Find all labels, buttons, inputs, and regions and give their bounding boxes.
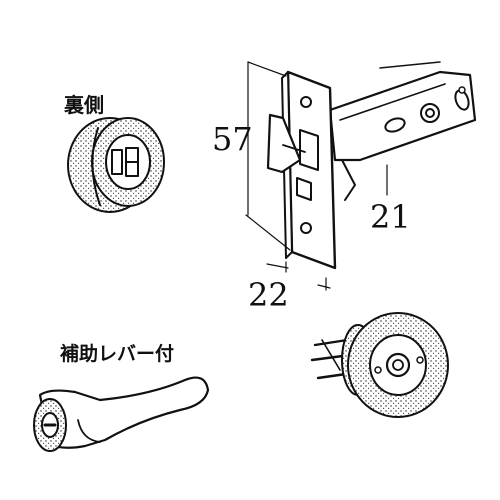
backset-dimension-label: 21 bbox=[370, 198, 411, 236]
thickness-dimension-label: 22 bbox=[248, 276, 289, 314]
dimension-height-lines bbox=[245, 61, 291, 251]
height-dimension-label: 57 bbox=[212, 120, 253, 158]
front-knob-illustration bbox=[310, 312, 449, 418]
back-knob-illustration bbox=[67, 117, 165, 213]
aux-lever-illustration bbox=[33, 376, 210, 452]
back-side-label: 裏側 bbox=[63, 93, 104, 117]
dimension-thickness-lines bbox=[266, 261, 331, 291]
latch-illustration bbox=[266, 61, 477, 270]
aux-lever-label: 補助レバー付 bbox=[59, 342, 174, 365]
